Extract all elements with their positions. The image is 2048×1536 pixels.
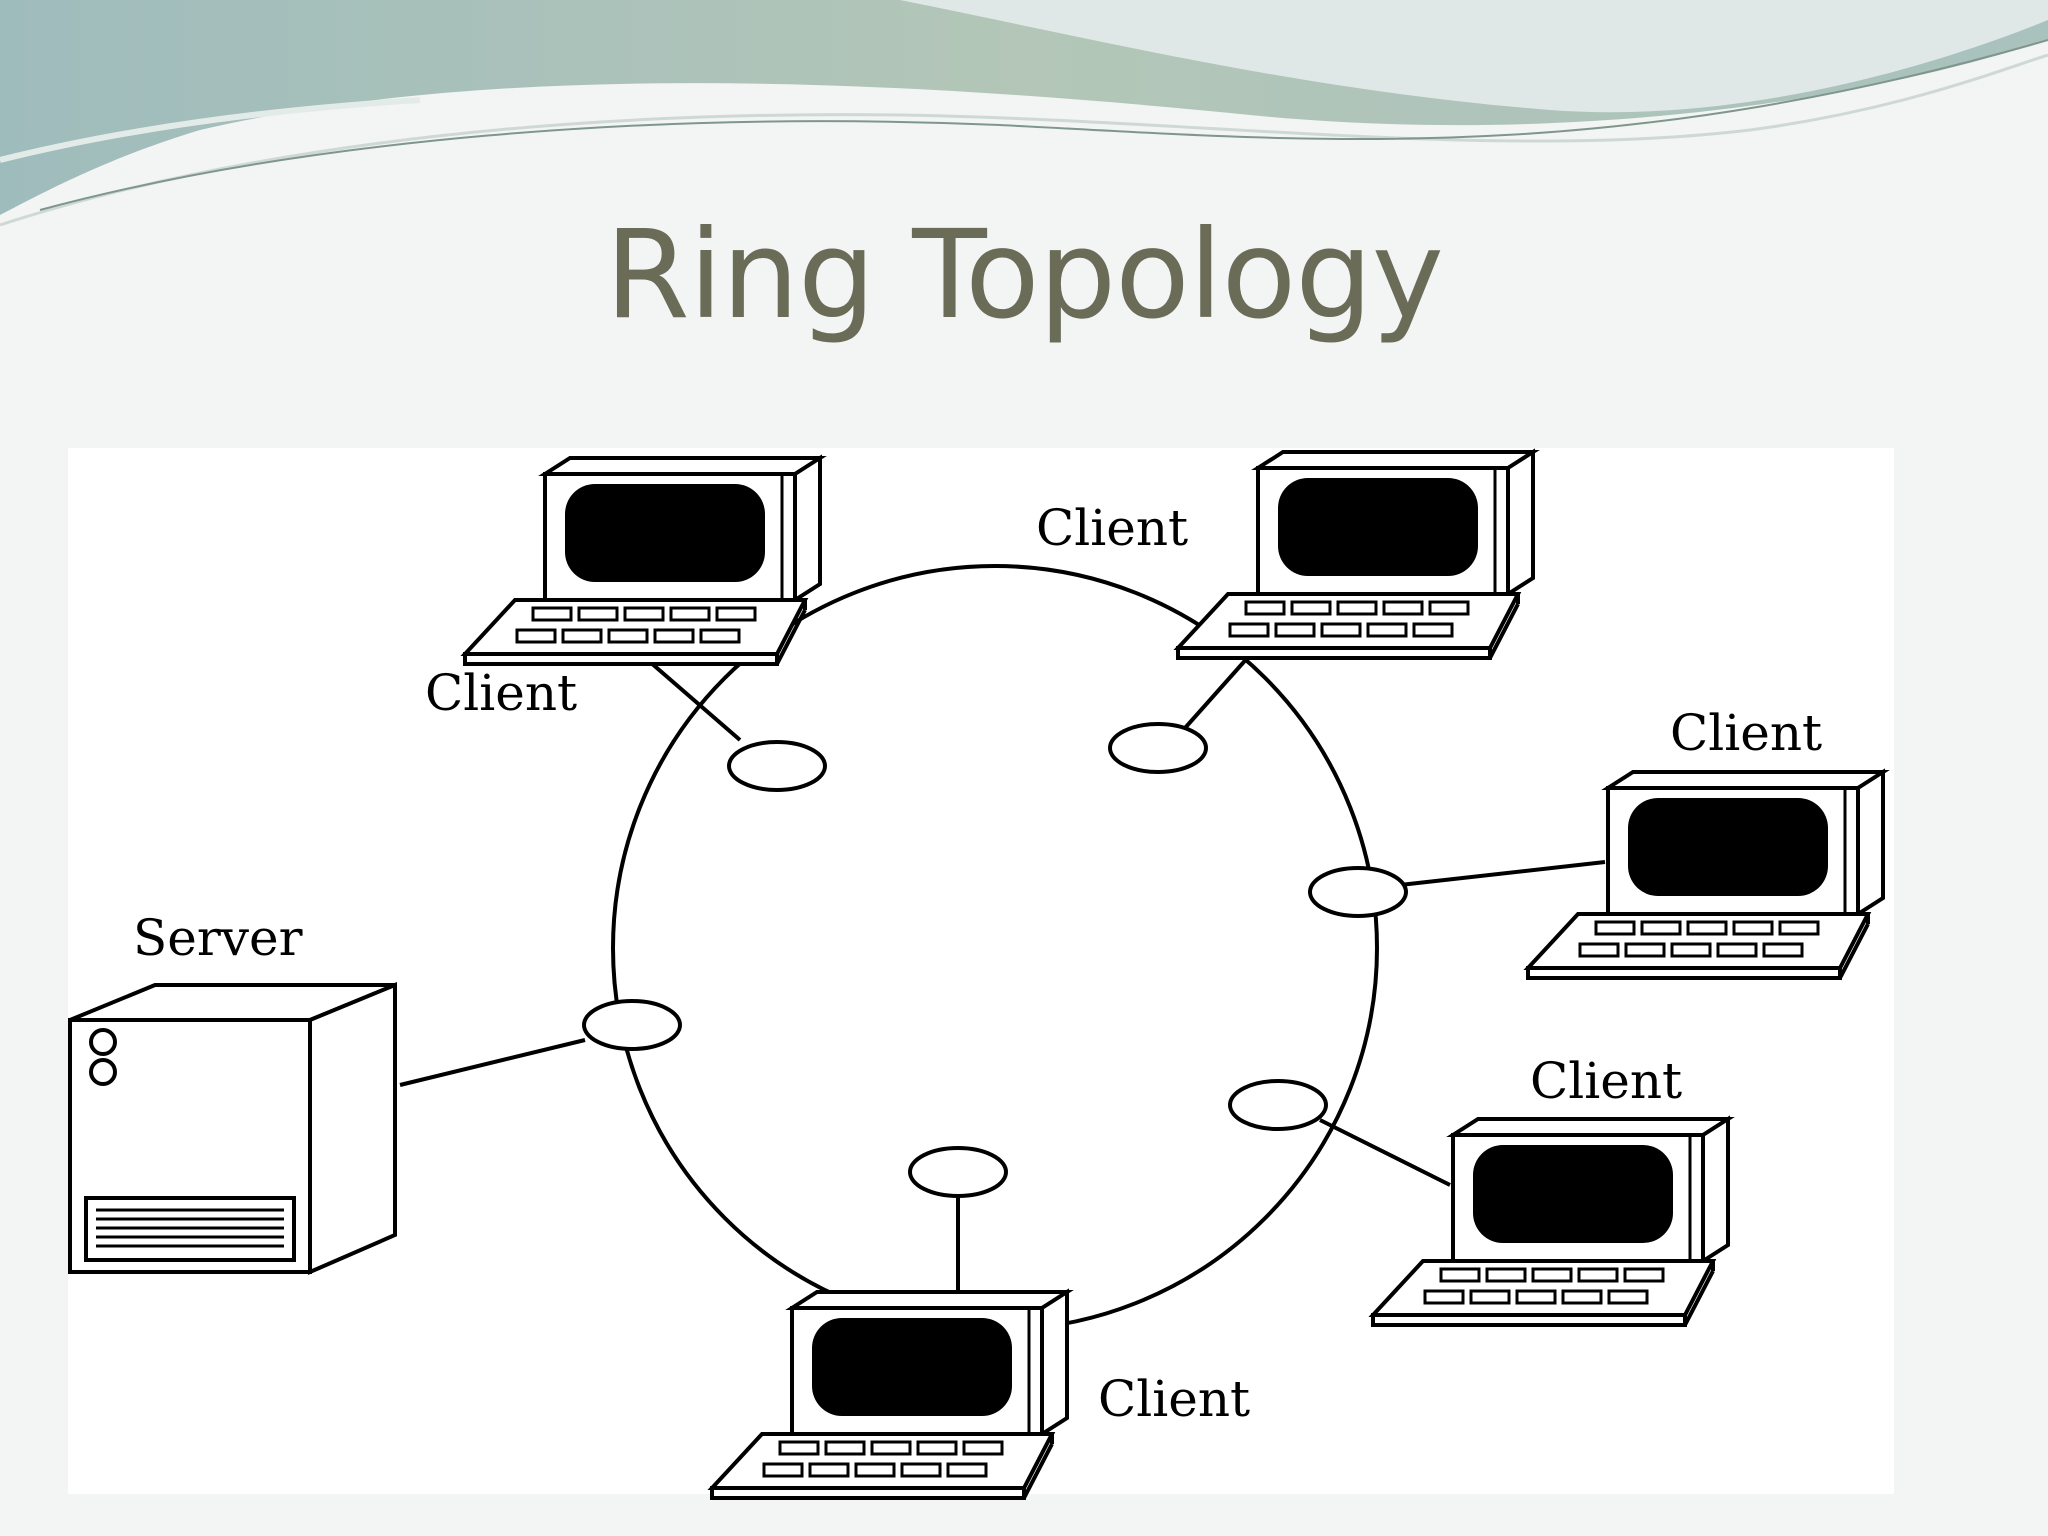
link-client-bottom-right xyxy=(1319,1118,1451,1187)
server-computer xyxy=(68,982,397,1276)
server-label: Server xyxy=(133,909,303,967)
link-client-top-right xyxy=(1183,653,1252,730)
link-server xyxy=(399,1038,586,1087)
ring-node xyxy=(1308,866,1408,918)
link-client-right xyxy=(1399,860,1606,887)
slide-title: Ring Topology xyxy=(605,204,1444,346)
client-label-top-left: Client xyxy=(425,664,577,722)
ring-node xyxy=(1108,722,1208,774)
client-label-top-right: Client xyxy=(1036,499,1188,557)
ring-node xyxy=(727,740,827,792)
header-wave-decoration xyxy=(0,0,2048,227)
client-label-bottom-right: Client xyxy=(1530,1052,1682,1110)
client-label-right: Client xyxy=(1670,704,1822,762)
ring-node xyxy=(582,999,682,1051)
link-client-top-left xyxy=(648,660,742,742)
ring-node xyxy=(908,1146,1008,1198)
client-label-bottom: Client xyxy=(1098,1370,1250,1428)
ring-node xyxy=(1228,1079,1328,1131)
